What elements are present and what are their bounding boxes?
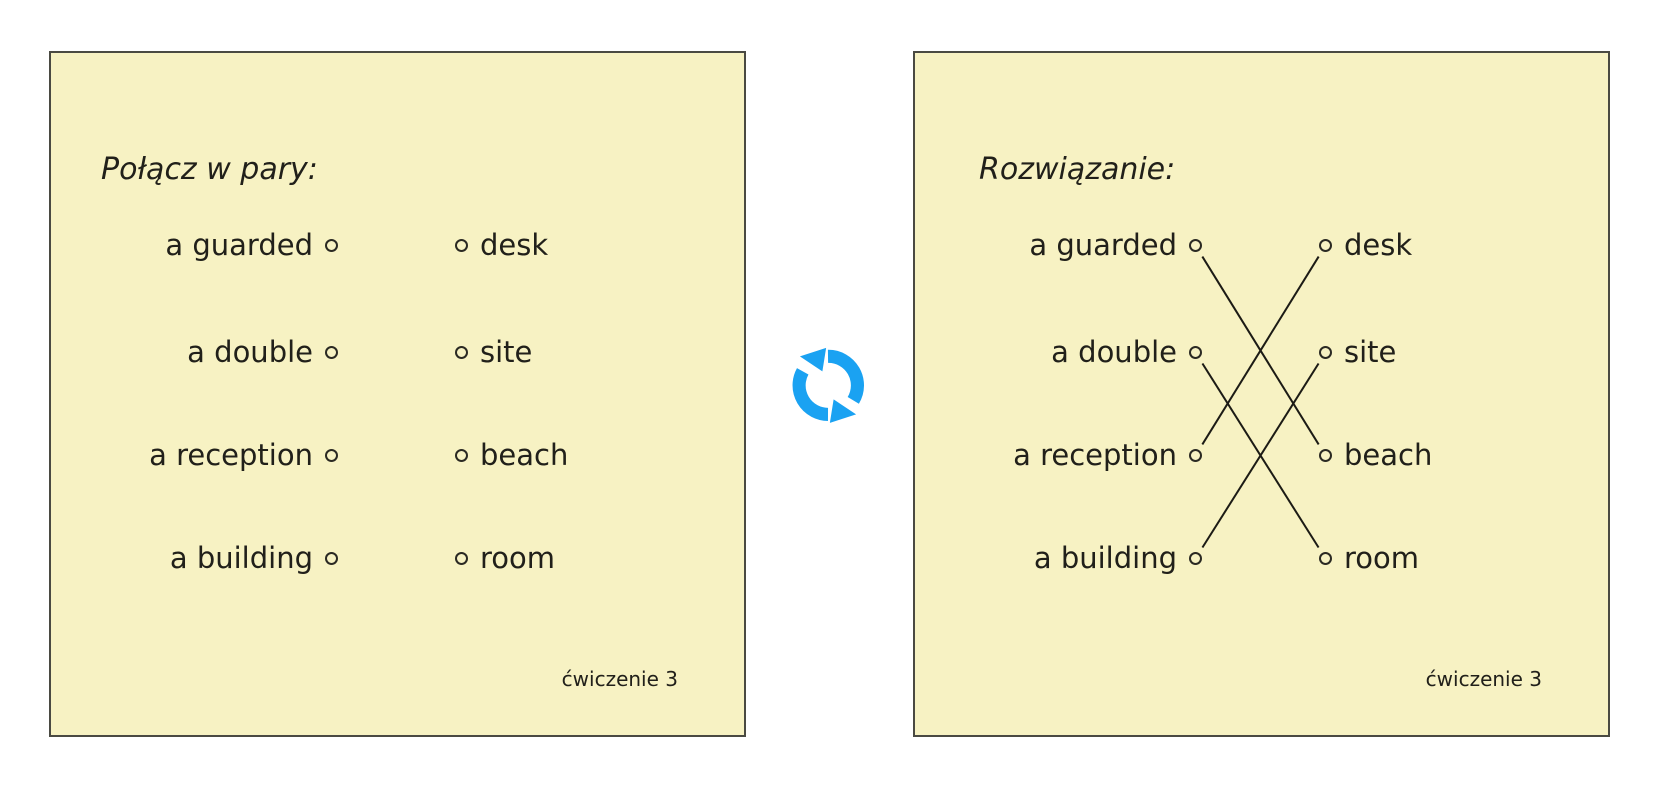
connector-dot-left[interactable] bbox=[325, 239, 338, 252]
connector-dot-left bbox=[1189, 239, 1202, 252]
exercise-number-label: ćwiczenie 3 bbox=[561, 667, 678, 691]
right-word: site bbox=[480, 335, 533, 369]
connector-dot-right[interactable] bbox=[455, 449, 468, 462]
match-row: a reception beach bbox=[51, 438, 744, 472]
match-row: a reception beach bbox=[915, 438, 1608, 472]
left-word: a guarded bbox=[1029, 228, 1177, 262]
match-row: a building room bbox=[915, 541, 1608, 575]
right-word: room bbox=[480, 541, 556, 575]
left-word: a double bbox=[1051, 335, 1177, 369]
sync-refresh-icon[interactable] bbox=[781, 332, 875, 435]
connector-dot-left[interactable] bbox=[325, 346, 338, 359]
left-word: a building bbox=[1033, 541, 1177, 575]
left-word: a guarded bbox=[165, 228, 313, 262]
connector-dot-right bbox=[1319, 449, 1332, 462]
connector-dot-left[interactable] bbox=[325, 552, 338, 565]
right-word: desk bbox=[480, 228, 549, 262]
solution-title: Rozwiązanie: bbox=[979, 152, 1176, 187]
right-word: site bbox=[1344, 335, 1397, 369]
connector-dot-left bbox=[1189, 552, 1202, 565]
match-row: a building room bbox=[51, 541, 744, 575]
right-word: beach bbox=[480, 438, 569, 472]
match-row: a double site bbox=[915, 335, 1608, 369]
right-word: desk bbox=[1344, 228, 1413, 262]
left-word: a double bbox=[187, 335, 313, 369]
left-word: a building bbox=[169, 541, 313, 575]
exercise-number-label: ćwiczenie 3 bbox=[1425, 667, 1542, 691]
left-word: a reception bbox=[1013, 438, 1177, 472]
connector-dot-right bbox=[1319, 346, 1332, 359]
connector-dot-right[interactable] bbox=[455, 552, 468, 565]
match-row: a double site bbox=[51, 335, 744, 369]
left-word: a reception bbox=[149, 438, 313, 472]
solution-card: Rozwiązanie: a guarded desk a double sit… bbox=[913, 51, 1610, 737]
right-word: room bbox=[1344, 541, 1420, 575]
match-row: a guarded desk bbox=[51, 228, 744, 262]
connector-dot-right bbox=[1319, 552, 1332, 565]
exercise-card: Połącz w pary: a guarded desk a double s… bbox=[49, 51, 746, 737]
match-row: a guarded desk bbox=[915, 228, 1608, 262]
right-word: beach bbox=[1344, 438, 1433, 472]
connector-dot-left bbox=[1189, 346, 1202, 359]
connector-dot-left bbox=[1189, 449, 1202, 462]
connector-dot-right[interactable] bbox=[455, 239, 468, 252]
connector-dot-right[interactable] bbox=[455, 346, 468, 359]
connector-dot-left[interactable] bbox=[325, 449, 338, 462]
exercise-title: Połącz w pary: bbox=[101, 152, 318, 187]
connector-dot-right bbox=[1319, 239, 1332, 252]
